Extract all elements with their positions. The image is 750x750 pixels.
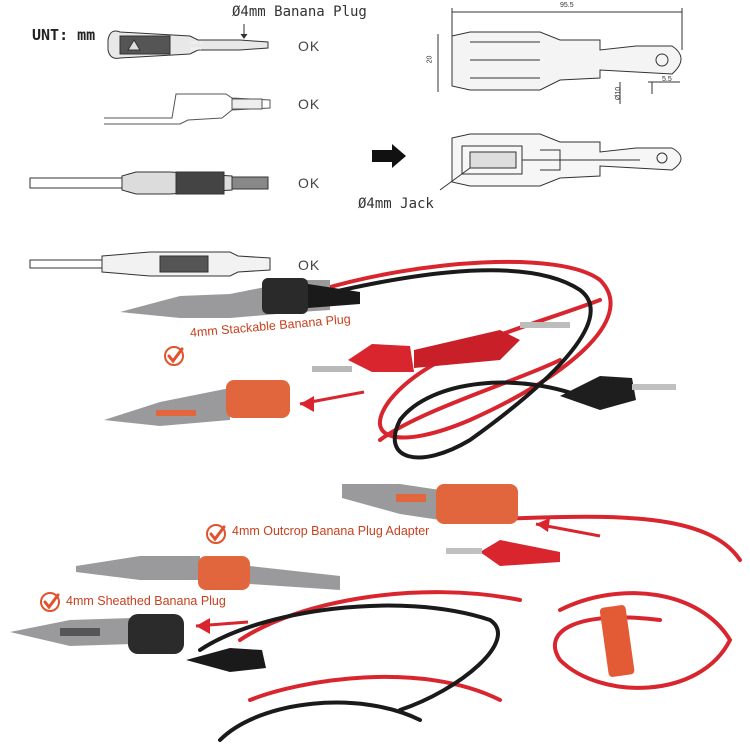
- probe-drawing-2: [104, 93, 271, 125]
- check-icon: [40, 592, 60, 612]
- probe-drawing-4: [29, 251, 271, 277]
- black-sheathed-plug: [186, 648, 266, 672]
- ok-label: OK: [298, 175, 321, 191]
- jack-label: Ø4mm Jack: [358, 196, 434, 212]
- probe-photo-outcrop: [342, 484, 518, 524]
- probe-voltage-text: 1000V: [190, 46, 202, 51]
- red-banana-plug: [312, 322, 570, 372]
- callout-sheathed: 4mm Sheathed Banana Plug: [66, 594, 226, 608]
- dimension-drawing: [437, 8, 683, 104]
- check-icon: [206, 524, 226, 544]
- cross-section-drawing: [439, 133, 682, 191]
- probe-drawing-1: [107, 24, 269, 59]
- black-banana-plug: [560, 376, 676, 410]
- unit-label: UNT: mm: [32, 26, 96, 44]
- red-adapter-plug: [446, 540, 560, 566]
- probe-photo-sheathed: [10, 614, 184, 654]
- probe-photo-stackable: [104, 380, 290, 426]
- ok-label: OK: [298, 257, 321, 273]
- arrow-icon: [372, 144, 406, 168]
- check-icon: [164, 346, 184, 366]
- dimension-tip: 5.5: [662, 76, 672, 83]
- dimension-height: 20: [426, 55, 434, 64]
- probe-photo-top: [120, 278, 360, 318]
- black-cable: [198, 268, 593, 742]
- probe-photo-long: [76, 556, 340, 590]
- probe-rating-text: CAT. II: [190, 40, 202, 45]
- banana-plug-title: Ø4mm Banana Plug: [232, 4, 367, 20]
- dimension-hole: Ø10: [615, 86, 623, 101]
- probe-drawing-3: [29, 171, 269, 195]
- dimension-length: 95.5: [560, 2, 574, 9]
- velcro-strap: [599, 605, 635, 677]
- callout-outcrop: 4mm Outcrop Banana Plug Adapter: [232, 524, 430, 538]
- ok-label: OK: [298, 38, 321, 54]
- ok-label: OK: [298, 96, 321, 112]
